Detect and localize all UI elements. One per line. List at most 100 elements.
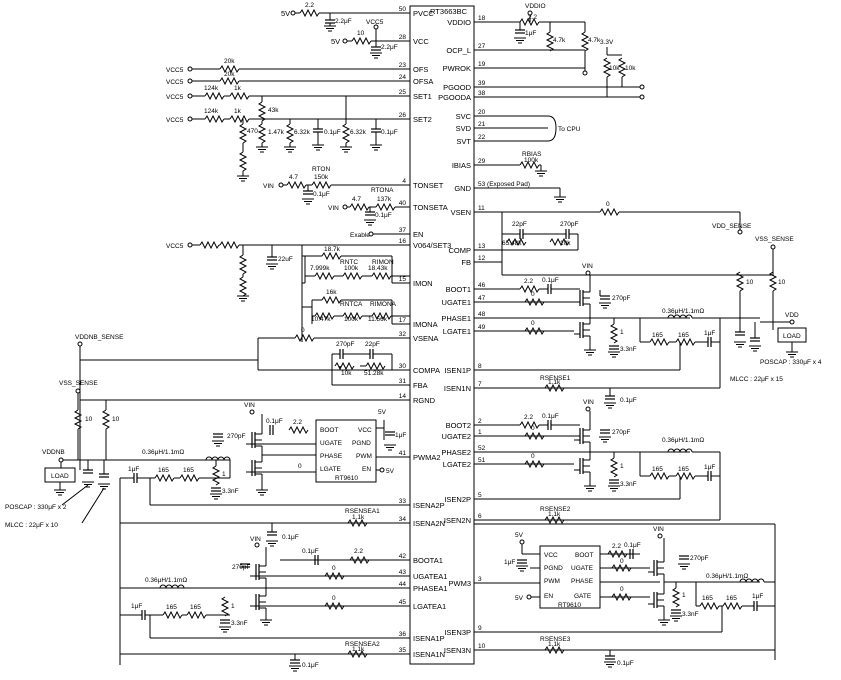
vdd-label: VDD (785, 312, 799, 319)
phase1-r0-b: 0 (531, 320, 535, 327)
left-driver: RT9610 BOOT UGATE PHASE LGATE VCC PGND P… (119, 402, 410, 665)
left-driver-pin-ugate: UGATE (320, 440, 343, 447)
vddio-r2p2: 2.2 (528, 14, 537, 21)
vddio-r4p7k-b: 4.7k (588, 37, 601, 44)
set1-r43k-label: 43k (268, 107, 279, 114)
right-driver-c1uf: 1μF (504, 559, 515, 566)
pin-num-isena1n: 35 (399, 647, 407, 654)
pin-name-isen1p: ISEN1P (444, 366, 471, 375)
pin-name-set1: SET1 (413, 92, 432, 101)
tonseta-network: VIN 4.7 RTONA 137k 0.1μF (328, 187, 410, 226)
pin-num-compa: 30 (399, 363, 407, 370)
pin-num-lgate2: 51 (478, 457, 486, 464)
pin-num-lgatea1: 45 (399, 599, 407, 606)
pin-num-set2: 26 (399, 112, 407, 119)
pin-num-ocpl: 27 (478, 43, 486, 50)
pin-num-pgooda: 38 (478, 90, 486, 97)
imona-r100k-label: 100k (344, 316, 359, 323)
left-inductor-label: 0.36μH/1.1mΩ (142, 449, 184, 456)
pin-name-svd: SVD (456, 124, 472, 133)
rsense3-r: 1.1k (548, 641, 561, 648)
ofsa-vcc5-label: VCC5 (166, 79, 184, 86)
phase-a1-r0-b: 0 (332, 595, 336, 602)
vdd-sense-label: VDD_SENSE (712, 223, 752, 230)
pin-name-pgood: PGOOD (443, 83, 472, 92)
imona-rimona-label: RIMONA (370, 301, 397, 308)
tonseta-r4p7-label: 4.7 (352, 196, 361, 203)
right-driver-pin-pgnd: PGND (544, 565, 563, 572)
pin-name-pwrok: PWROK (443, 64, 471, 73)
left-driver-vin: VIN (244, 402, 255, 409)
set1-vcc5-label: VCC5 (166, 94, 184, 101)
svi-bus: To CPU (474, 115, 581, 142)
comp-c22pf: 22pF (512, 221, 527, 228)
rsense1-r: 1.1k (548, 379, 561, 386)
phase2-r1: 1 (620, 463, 624, 470)
v064-c22uf-label: 22uF (278, 256, 293, 263)
imona-r11p56k-label: 11.56k (368, 316, 388, 323)
phase2-c0p1: 0.1μF (542, 413, 559, 420)
phase1-c1uf: 1μF (704, 330, 715, 337)
phase3-r2p2: 2.2 (612, 543, 621, 550)
right-driver-pin-ugate: UGATE (571, 565, 594, 572)
vsen-comp-network: 0 VDD_SENSE 22pF 270pF 65.48k 10k VSS_SE… (474, 201, 794, 330)
mlcc-right-label: MLCC : 22μF x 15 (730, 376, 783, 383)
pin-num-isena2n: 34 (399, 516, 407, 523)
pin-name-ugatea1: UGATEA1 (413, 572, 447, 581)
phase1-r165-a: 165 (652, 332, 663, 339)
tonset-rton-label: RTON (312, 166, 330, 173)
comp-c270pf: 270pF (560, 221, 578, 228)
phase1-c0p1: 0.1μF (542, 277, 559, 284)
pin-name-phase1: PHASE1 (441, 314, 471, 323)
rsense2-label: RSENSE2 (540, 506, 571, 513)
vddio-network: VDDIO 2.2 1μF 4.7k 4.7k 3.3V 10k 10k (474, 3, 645, 100)
set2-r6p32k-label: 6.32k (294, 129, 311, 136)
phase-a1-inductor: 0.36μH/1.1mΩ (145, 577, 187, 584)
pvcc-r-label: 2.2 (305, 2, 314, 9)
left-driver-pin-lgate: LGATE (320, 466, 341, 473)
vddio-c1uf: 1μF (525, 30, 536, 37)
pin-name-svc: SVC (456, 112, 472, 121)
pin-name-lgate1: LGATE1 (443, 327, 471, 336)
compa-c270pf-label: 270pF (336, 341, 354, 348)
pin-num-v064set3: 16 (399, 238, 407, 245)
compa-r10k-label: 10k (341, 370, 352, 377)
phase-a1-c3p3: 3.3nF (231, 620, 248, 627)
pin-name-imon: IMON (413, 279, 433, 288)
vss-r10: 10 (778, 279, 786, 286)
pin-name-set2: SET2 (413, 115, 432, 124)
pin-num-ofs: 23 (399, 62, 407, 69)
imon-r100k-label: 100k (344, 265, 359, 272)
pin-num-isen1p: 8 (478, 363, 482, 370)
left-driver-c0p1: 0.1μF (266, 418, 283, 425)
left-driver-5v-en: 5V (386, 468, 395, 475)
rgnd-r10-b-label: 10 (112, 416, 120, 423)
v064-vcc5-label: VCC5 (166, 243, 184, 250)
phase-a1-r2p2: 2.2 (354, 548, 363, 555)
phase3-network: RT9610 VCC PGND PWM EN BOOT UGATE PHASE … (474, 523, 776, 668)
phase3-r165-a: 165 (702, 595, 713, 602)
main-ic-right-pins: 18VDDIO27OCP_L19PWROK39PGOOD38PGOODA20SV… (438, 15, 530, 655)
pin-num-vsen: 11 (478, 205, 485, 212)
left-driver-c1uf: 1μF (395, 432, 406, 439)
vcc5-top-label: VCC5 (366, 19, 384, 26)
ibias-network: RBIAS 100k (474, 151, 567, 203)
pin-name-boot2: BOOT2 (446, 421, 471, 430)
pin-name-isena2p: ISENA2P (413, 501, 445, 510)
rsensea1-label: RSENSEA1 (345, 508, 380, 515)
left-driver-r0: 0 (298, 463, 302, 470)
phase2-r0-b: 0 (531, 453, 535, 460)
left-driver-pin-phase: PHASE (320, 453, 343, 460)
phase3-inductor: 0.36μH/1.1mΩ (706, 573, 748, 580)
imon-r18p43k-label: 18.43k (368, 265, 388, 272)
left-driver-pin-vcc: VCC (358, 427, 372, 434)
isen1n-c0p1: 0.1μF (620, 397, 637, 404)
pin-name-isen2n: ISEN2N (444, 516, 471, 525)
pin-name-pgooda: PGOODA (438, 93, 471, 102)
tonset-vin-label: VIN (263, 183, 274, 190)
to-cpu-label: To CPU (558, 126, 581, 133)
vddio-top-label: VDDIO (525, 3, 546, 10)
left-driver-pin-pgnd: PGND (352, 440, 371, 447)
imona-r16k-label: 16k (326, 289, 337, 296)
phase2-c270pf: 270pF (612, 429, 630, 436)
